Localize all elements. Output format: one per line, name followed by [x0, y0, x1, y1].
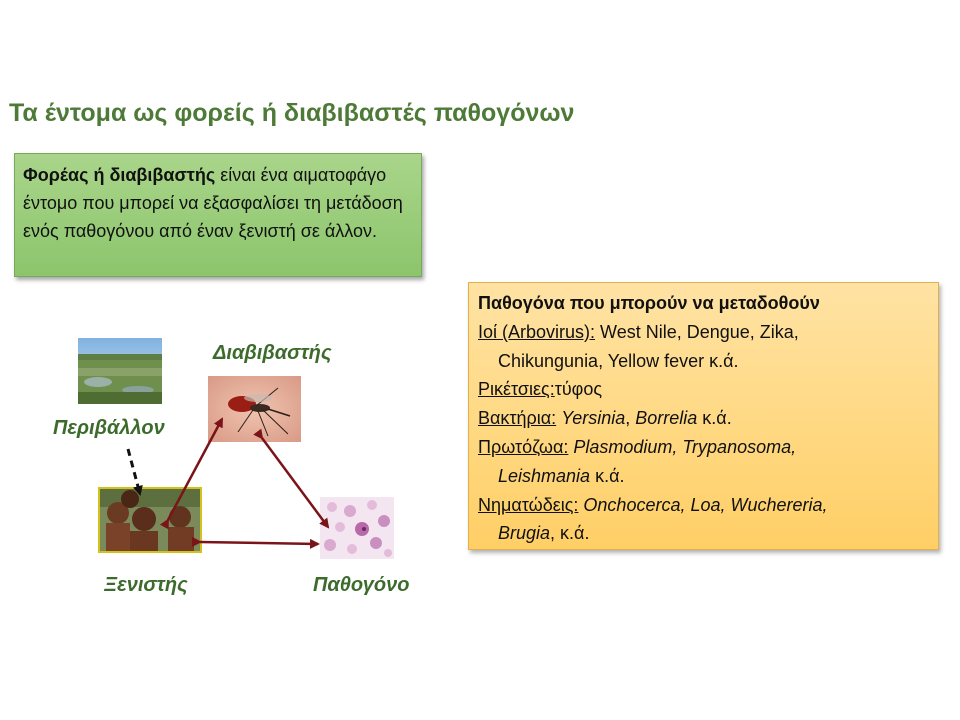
protozoa-label: Πρωτόζωα:	[478, 436, 569, 457]
definition-text: είναι ένα αιματοφάγο έντομο που μπορεί ν…	[23, 165, 403, 241]
environment-image	[78, 338, 162, 404]
landscape-picture	[78, 338, 162, 404]
bacteria-tail: κ.ά.	[697, 408, 732, 429]
rickettsia-text: τύφος	[554, 379, 603, 400]
viruses-line1: West Nile, Dengue, Zika,	[595, 321, 799, 342]
bacteria-separator: ,	[625, 408, 636, 429]
nematodes-row: Νηματώδεις: Onchocerca, Loa, Wuchereria,	[478, 491, 929, 520]
definition-box: Φορέας ή διαβιβαστής είναι ένα αιματοφάγ…	[14, 153, 422, 277]
protozoa-row: Πρωτόζωα: Plasmodium, Trypanosoma,	[478, 433, 929, 462]
protozoa-name-3: Leishmania	[498, 465, 591, 486]
bacteria-name-2: Borrelia	[635, 408, 698, 429]
pathogen-image	[320, 497, 394, 559]
blood-smear-picture	[320, 497, 394, 559]
environment-label: Περιβάλλον	[53, 417, 165, 439]
viruses-row: Ιοί (Arbovirus): West Nile, Dengue, Zika…	[478, 318, 929, 347]
vector-label: Διαβιβαστής	[213, 342, 332, 364]
slide-title: Τα έντομα ως φορείς ή διαβιβαστές παθογό…	[9, 99, 575, 127]
nematodes-label: Νηματώδεις:	[478, 494, 579, 515]
viruses-label: Ιοί (Arbovirus):	[478, 321, 596, 342]
pathogens-box: Παθογόνα που μπορούν να μεταδοθούν Ιοί (…	[468, 282, 939, 550]
pathogens-heading: Παθογόνα που μπορούν να μεταδοθούν	[478, 293, 820, 313]
environment-to-host-arrow	[126, 448, 143, 496]
viruses-line2: Chikungunia, Yellow fever κ.ά.	[498, 350, 739, 371]
pathogen-label: Παθογόνο	[313, 574, 410, 596]
bacteria-row: Βακτήρια: Yersinia, Borrelia κ.ά.	[478, 404, 929, 433]
host-vector-arrow	[159, 417, 224, 530]
nematodes-tail: , κ.ά.	[550, 523, 590, 544]
host-pathogen-arrow	[191, 536, 320, 549]
protozoa-line2: Leishmania κ.ά.	[478, 462, 929, 491]
vector-pathogen-arrow	[253, 428, 330, 529]
nematodes-line2: Brugia, κ.ά.	[478, 519, 929, 548]
definition-term: Φορέας ή διαβιβαστής	[23, 165, 216, 185]
nematodes-name-4: Brugia	[498, 523, 551, 544]
bacteria-label: Βακτήρια:	[478, 408, 557, 429]
bacteria-name-1: Yersinia	[556, 408, 626, 429]
rickettsia-label: Ρικέτσιες:	[478, 379, 555, 400]
protozoa-tail: κ.ά.	[590, 465, 625, 486]
protozoa-names: Plasmodium, Trypanosoma,	[568, 436, 797, 457]
host-label: Ξενιστής	[104, 574, 188, 596]
rickettsia-row: Ρικέτσιες:τύφος	[478, 375, 929, 404]
nematodes-names: Onchocerca, Loa, Wuchereria,	[578, 494, 828, 515]
